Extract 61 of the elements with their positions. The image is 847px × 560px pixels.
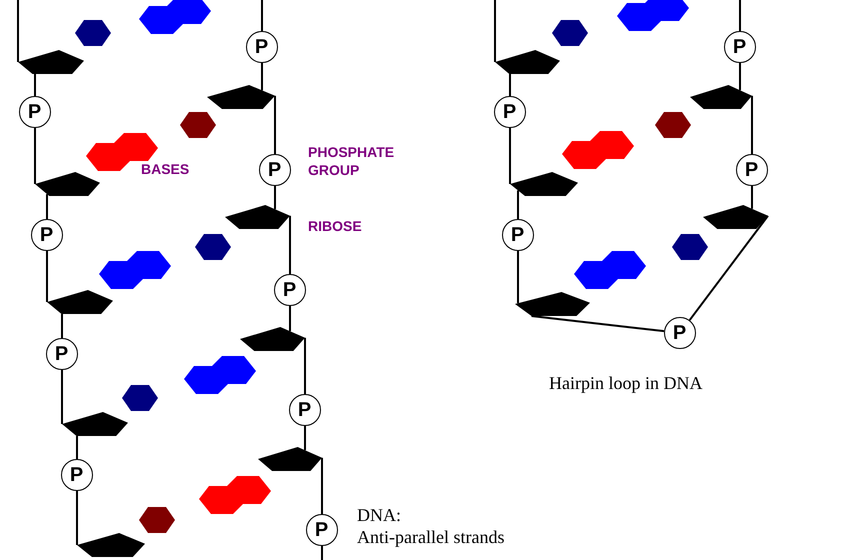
backbone-line (76, 491, 78, 545)
sugar-pentagon (225, 205, 290, 229)
backbone-line (274, 96, 276, 154)
phosphate-circle: P (60, 458, 92, 490)
sugar-pentagon (62, 412, 128, 436)
phosphate-circle: P (258, 154, 290, 186)
backbone-line (517, 251, 519, 304)
backbone-line (34, 128, 36, 184)
backbone-line (531, 315, 664, 332)
backbone-line (509, 74, 511, 96)
sugar-pentagon (510, 172, 578, 196)
sugar-pentagon (258, 447, 322, 471)
sugar-pentagon (47, 290, 113, 314)
phosphate-circle: P (306, 514, 338, 546)
backbone-line (509, 128, 511, 184)
phosphate-circle: P (494, 96, 526, 128)
sugar-pentagon (495, 50, 560, 74)
phosphate-circle: P (664, 316, 696, 348)
backbone-line (517, 190, 519, 219)
backbone-line (321, 458, 323, 514)
backbone-line (751, 96, 753, 154)
backbone-line (46, 251, 48, 302)
part-label: RIBOSE (308, 217, 362, 235)
phosphate-circle: P (736, 154, 768, 186)
backbone-line (17, 0, 19, 62)
backbone-line (739, 63, 741, 90)
backbone-line (739, 0, 741, 31)
phosphate-circle: P (502, 218, 534, 250)
sugar-pentagon (35, 172, 100, 196)
backbone-line (76, 436, 78, 459)
phosphate-circle: P (18, 96, 50, 128)
backbone-line (751, 186, 753, 209)
backbone-line (688, 215, 769, 321)
backbone-line (304, 426, 306, 450)
part-label: BASES (141, 160, 190, 178)
backbone-line (61, 314, 63, 338)
phosphate-circle: P (724, 30, 756, 62)
backbone-line (494, 0, 496, 62)
sugar-pentagon (77, 533, 145, 557)
backbone-line (34, 74, 36, 96)
backbone-line (261, 0, 263, 31)
phosphate-circle: P (46, 338, 78, 370)
part-label: PHOSPHATE GROUP (308, 143, 396, 179)
sugar-pentagon (690, 85, 752, 109)
backbone-line (261, 63, 263, 90)
phosphate-circle: P (246, 30, 278, 62)
phosphate-circle: P (30, 218, 62, 250)
sugar-pentagon (207, 85, 275, 109)
backbone-line (274, 186, 276, 210)
sugar-pentagon (18, 50, 84, 74)
sugar-pentagon (515, 292, 590, 316)
backbone-line (46, 194, 48, 219)
phosphate-circle: P (288, 394, 320, 426)
backbone-line (61, 370, 63, 424)
backbone-line (289, 216, 291, 274)
backbone-line (289, 306, 291, 332)
sugar-pentagon (240, 327, 305, 351)
backbone-line (304, 338, 306, 394)
phosphate-circle: P (274, 274, 306, 306)
sugar-pentagon (703, 205, 768, 229)
backbone-line (321, 546, 323, 560)
